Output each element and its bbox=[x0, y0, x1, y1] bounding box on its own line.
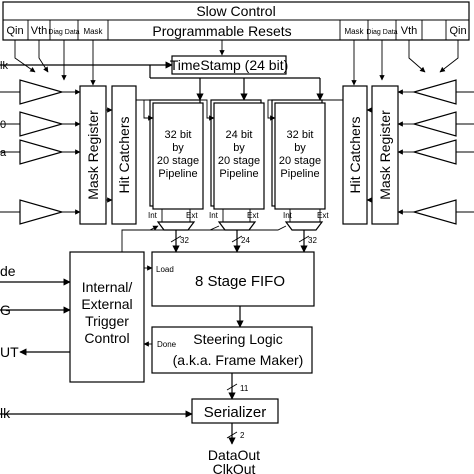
pipeline-3-line-4: Pipeline bbox=[280, 168, 319, 180]
pipeline-2 bbox=[213, 102, 265, 210]
steering-logic-box bbox=[151, 326, 313, 374]
pipeline-2-line-3: 20 stage bbox=[218, 155, 260, 167]
pipeline-1-line-1: 32 bit bbox=[165, 129, 192, 141]
pipeline-3 bbox=[274, 102, 326, 210]
left-amplifiers bbox=[19, 79, 65, 225]
slow-control-box bbox=[2, 1, 470, 41]
pipeline-1 bbox=[152, 102, 204, 210]
steering-done-label: Done bbox=[157, 340, 177, 349]
mux-2-width: 24 bbox=[241, 236, 250, 245]
trigger-line-2: External bbox=[81, 296, 132, 312]
mux-1-width: 32 bbox=[180, 236, 189, 245]
mask-register-left-label: Mask Register bbox=[85, 110, 101, 200]
hit-catchers-right bbox=[342, 85, 368, 225]
serializer-clock-label: lk bbox=[0, 405, 11, 421]
mask-field-left: Mask bbox=[83, 27, 103, 36]
serializer-label: Serializer bbox=[204, 404, 267, 421]
fifo-label: 8 Stage FIFO bbox=[195, 273, 285, 290]
trigger-output-label: UT bbox=[0, 344, 19, 360]
programmable-resets-label: Programmable Resets bbox=[152, 23, 291, 39]
mux-2-ext-label: Ext bbox=[247, 211, 259, 220]
mask-register-right bbox=[371, 85, 399, 225]
qin-field-right: Qin bbox=[449, 25, 466, 37]
fifo-box bbox=[151, 251, 315, 307]
pipelines bbox=[149, 99, 326, 210]
mux-2-int-label: Int bbox=[209, 211, 219, 220]
mux-3 bbox=[284, 221, 324, 231]
pipeline-3-line-1: 32 bit bbox=[287, 129, 314, 141]
mux-3-int-label: Int bbox=[283, 211, 293, 220]
mux-1-int-label: Int bbox=[148, 211, 158, 220]
trigger-line-1: Internal/ bbox=[82, 279, 133, 295]
qin-field-left: Qin bbox=[6, 25, 23, 37]
pipeline-2-line-4: Pipeline bbox=[219, 168, 258, 180]
clock-input-label: lk bbox=[0, 60, 8, 72]
pipeline-1-line-3: 20 stage bbox=[157, 155, 199, 167]
pipeline-1-line-2: by bbox=[172, 142, 184, 154]
trigger-line-4: Control bbox=[84, 330, 129, 346]
analog-input-label-1: 0 bbox=[0, 119, 6, 131]
vth-field-right: Vth bbox=[401, 25, 418, 37]
pipeline-2-line-1: 24 bit bbox=[226, 129, 253, 141]
pipeline-3-line-2: by bbox=[294, 142, 306, 154]
slow-control-title: Slow Control bbox=[196, 3, 275, 19]
trigger-line-3: Trigger bbox=[85, 313, 129, 329]
mux-1-ext-label: Ext bbox=[186, 211, 198, 220]
steering-line-2: (a.k.a. Frame Maker) bbox=[173, 352, 304, 368]
serializer-bus-width: 11 bbox=[240, 384, 249, 393]
mux-3-width: 32 bbox=[308, 236, 317, 245]
mux-3-ext-label: Ext bbox=[317, 211, 329, 220]
serializer-box bbox=[191, 398, 279, 424]
trigger-input-label-1: de bbox=[0, 263, 16, 279]
vth-field-left: Vth bbox=[31, 25, 48, 37]
dataout-label: DataOut bbox=[208, 447, 260, 463]
diag-data-field-right: Diag Data bbox=[366, 29, 397, 36]
mask-register-right-label: Mask Register bbox=[377, 110, 393, 200]
hit-catchers-right-label: Hit Catchers bbox=[347, 116, 363, 193]
trigger-control-box bbox=[69, 251, 145, 383]
trigger-input-label-2: G bbox=[0, 302, 11, 318]
timestamp-label: TimeStamp (24 bit) bbox=[170, 57, 289, 73]
pipeline-2-line-2: by bbox=[233, 142, 245, 154]
hit-catchers-left-label: Hit Catchers bbox=[116, 116, 132, 193]
mask-field-right: Mask bbox=[344, 27, 364, 36]
steering-line-1: Steering Logic bbox=[193, 331, 283, 347]
mux-2 bbox=[217, 221, 257, 231]
pipeline-1-line-4: Pipeline bbox=[158, 168, 197, 180]
fifo-load-label: Load bbox=[156, 265, 174, 274]
diag-data-field-left: Diag Data bbox=[48, 29, 79, 36]
hit-catchers-left bbox=[111, 85, 137, 225]
clkout-label: ClkOut bbox=[213, 461, 256, 474]
analog-input-label-2: a bbox=[0, 147, 7, 159]
mask-register-left bbox=[79, 85, 107, 225]
output-bus-width: 2 bbox=[240, 431, 245, 440]
pipeline-3-line-3: 20 stage bbox=[279, 155, 321, 167]
right-amplifiers bbox=[411, 79, 457, 225]
mux-1 bbox=[156, 221, 196, 231]
